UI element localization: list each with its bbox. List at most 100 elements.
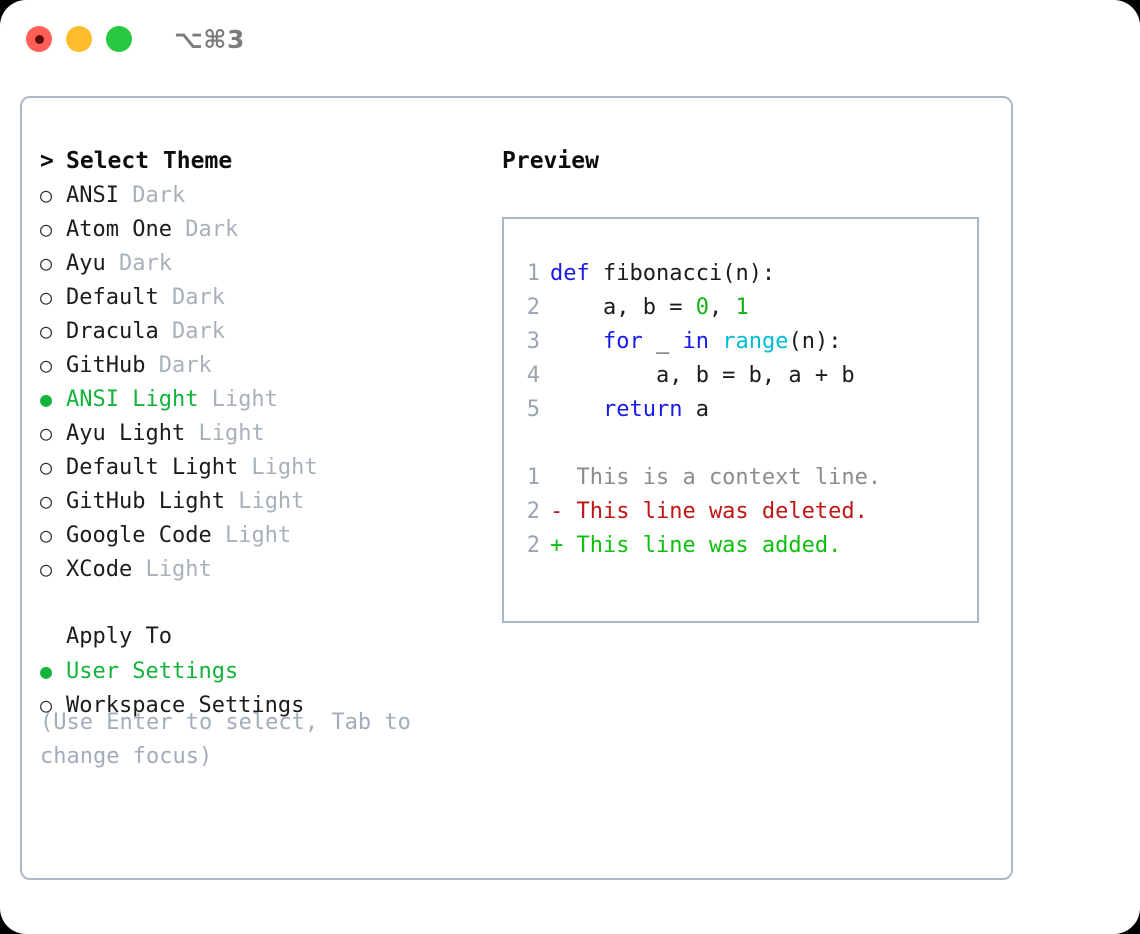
radio-unselected-icon: ○ xyxy=(40,217,53,241)
code-token-id: _ xyxy=(642,329,683,354)
preview-heading: Preview xyxy=(502,148,599,174)
code-line: 2 a, b = 0, 1 xyxy=(504,291,977,325)
code-line-text: return a xyxy=(550,393,709,427)
code-token-id xyxy=(550,329,603,354)
code-line-number: 4 xyxy=(526,363,540,388)
diff-line-text: - This line was deleted. xyxy=(550,499,868,524)
theme-option-mode: Dark xyxy=(158,285,225,310)
radio-unselected-icon: ○ xyxy=(40,693,53,717)
theme-option-ayu-light[interactable]: ○Ayu Light Light xyxy=(40,416,480,450)
code-token-id xyxy=(550,397,603,422)
code-line: 3 for _ in range(n): xyxy=(504,325,977,359)
theme-option-ansi-light[interactable]: ●ANSI Light Light xyxy=(40,382,480,416)
select-theme-heading-label: Select Theme xyxy=(66,148,233,174)
code-line: 5 return a xyxy=(504,393,977,427)
theme-option-name: Dracula xyxy=(66,319,159,344)
theme-option-ansi[interactable]: ○ ANSI Dark xyxy=(40,178,480,212)
theme-selector-card: >Select Theme ○ANSI Dark○Atom One Dark○A… xyxy=(20,96,1013,880)
radio-unselected-icon: ○ xyxy=(40,285,53,309)
theme-option-default[interactable]: ○Default Dark xyxy=(40,280,480,314)
theme-option-mode: Dark xyxy=(105,251,172,276)
theme-option-mode: Dark xyxy=(171,217,239,242)
theme-option-mode: Light xyxy=(211,523,292,548)
theme-option-atom-one[interactable]: ○ Atom One Dark xyxy=(40,212,480,246)
code-line-text: a, b = 0, 1 xyxy=(550,291,749,325)
code-token-num: 0 xyxy=(695,295,709,320)
code-line-number: 5 xyxy=(526,397,540,422)
select-theme-heading: > Select Theme xyxy=(40,144,480,178)
keyboard-shortcut-label: ⌥⌘3 xyxy=(174,24,245,54)
theme-option-xcode[interactable]: ○ XCode Light xyxy=(40,552,480,586)
theme-option-mode: Light xyxy=(132,557,212,582)
diff-line: 1 This is a context line. xyxy=(504,461,977,495)
theme-option-name: Google Code xyxy=(66,523,212,548)
diff-line: 2 - This line was deleted. xyxy=(504,495,977,529)
code-token-id: (n): xyxy=(788,329,842,354)
theme-option-dracula[interactable]: ○ Dracula Dark xyxy=(40,314,480,348)
diff-line-number: 2 xyxy=(526,499,540,524)
theme-option-google-code[interactable]: ○ Google Code Light xyxy=(40,518,480,552)
radio-selected-icon: ● xyxy=(40,387,53,411)
radio-unselected-icon: ○ xyxy=(40,319,53,343)
theme-list-pane: >Select Theme ○ANSI Dark○Atom One Dark○A… xyxy=(40,144,480,722)
radio-unselected-icon: ○ xyxy=(40,183,53,207)
code-token-kw: def xyxy=(550,261,590,286)
diff-line-number: 1 xyxy=(526,465,540,490)
theme-option-mode: Dark xyxy=(118,183,186,208)
radio-unselected-icon: ○ xyxy=(40,557,53,581)
theme-option-default-light[interactable]: ○ Default Light Light xyxy=(40,450,480,484)
keyboard-hint-text: (Use Enter to select, Tab to change focu… xyxy=(40,710,411,769)
radio-unselected-icon: ○ xyxy=(40,353,53,377)
maximize-button-icon[interactable] xyxy=(106,26,132,52)
code-diff-gap xyxy=(504,427,977,461)
apply-to-option-label: Workspace Settings xyxy=(66,693,305,718)
radio-unselected-icon: ○ xyxy=(40,421,53,445)
theme-option-mode: Light xyxy=(238,455,318,480)
caret-icon: > xyxy=(40,148,54,174)
diff-line-number: 2 xyxy=(526,533,540,558)
window-titlebar: ⌥⌘3 xyxy=(0,0,1140,78)
diff-line-text: This is a context line. xyxy=(550,465,882,490)
code-line-text: a, b = b, a + b xyxy=(550,359,855,393)
apply-to-option-workspace-settings[interactable]: ○ Workspace Settings xyxy=(40,688,480,722)
close-button-icon[interactable] xyxy=(26,26,52,52)
code-line: 4 a, b = b, a + b xyxy=(504,359,977,393)
theme-option-name: GitHub Light xyxy=(66,489,225,514)
traffic-lights xyxy=(26,26,132,52)
theme-option-name: ANSI xyxy=(66,183,119,208)
code-token-kw: for xyxy=(602,329,643,354)
theme-option-name: Default Light xyxy=(66,455,239,480)
code-token-num: 1 xyxy=(735,295,749,320)
theme-option-name: XCode xyxy=(66,557,133,582)
theme-option-list: ○ANSI Dark○Atom One Dark○Ayu Dark○Defaul… xyxy=(40,178,480,586)
radio-unselected-icon: ○ xyxy=(40,489,53,513)
code-token-id: , xyxy=(708,295,736,320)
theme-option-mode: Light xyxy=(224,489,305,514)
theme-option-github-light[interactable]: ○ GitHub Light Light xyxy=(40,484,480,518)
apply-to-heading: Apply To xyxy=(40,620,480,654)
code-line-number: 2 xyxy=(526,295,540,320)
minimize-button-icon[interactable] xyxy=(66,26,92,52)
code-line-text: for _ in range(n): xyxy=(550,325,841,359)
code-line-text: def fibonacci(n): xyxy=(550,257,775,291)
theme-option-github[interactable]: ○GitHub Dark xyxy=(40,348,480,382)
code-token-id xyxy=(709,329,722,354)
theme-option-ayu[interactable]: ○Ayu Dark xyxy=(40,246,480,280)
code-token-kw: return xyxy=(602,397,683,422)
code-line: 1 def fibonacci(n): xyxy=(504,257,977,291)
theme-option-name: Atom One xyxy=(66,217,172,242)
theme-option-mode: Dark xyxy=(158,319,225,344)
code-line-number: 1 xyxy=(526,261,540,286)
code-token-fn: range xyxy=(722,329,789,354)
theme-option-mode: Light xyxy=(198,387,278,412)
code-token-id: fibonacci(n): xyxy=(589,261,776,286)
theme-option-name: Ayu xyxy=(66,251,106,276)
radio-unselected-icon: ○ xyxy=(40,455,53,479)
theme-option-mode: Light xyxy=(185,421,265,446)
radio-selected-icon: ● xyxy=(40,659,53,683)
apply-to-option-user-settings[interactable]: ●User Settings xyxy=(40,654,480,688)
radio-unselected-icon: ○ xyxy=(40,523,53,547)
code-token-id: a, b = b, a + b xyxy=(550,363,855,388)
